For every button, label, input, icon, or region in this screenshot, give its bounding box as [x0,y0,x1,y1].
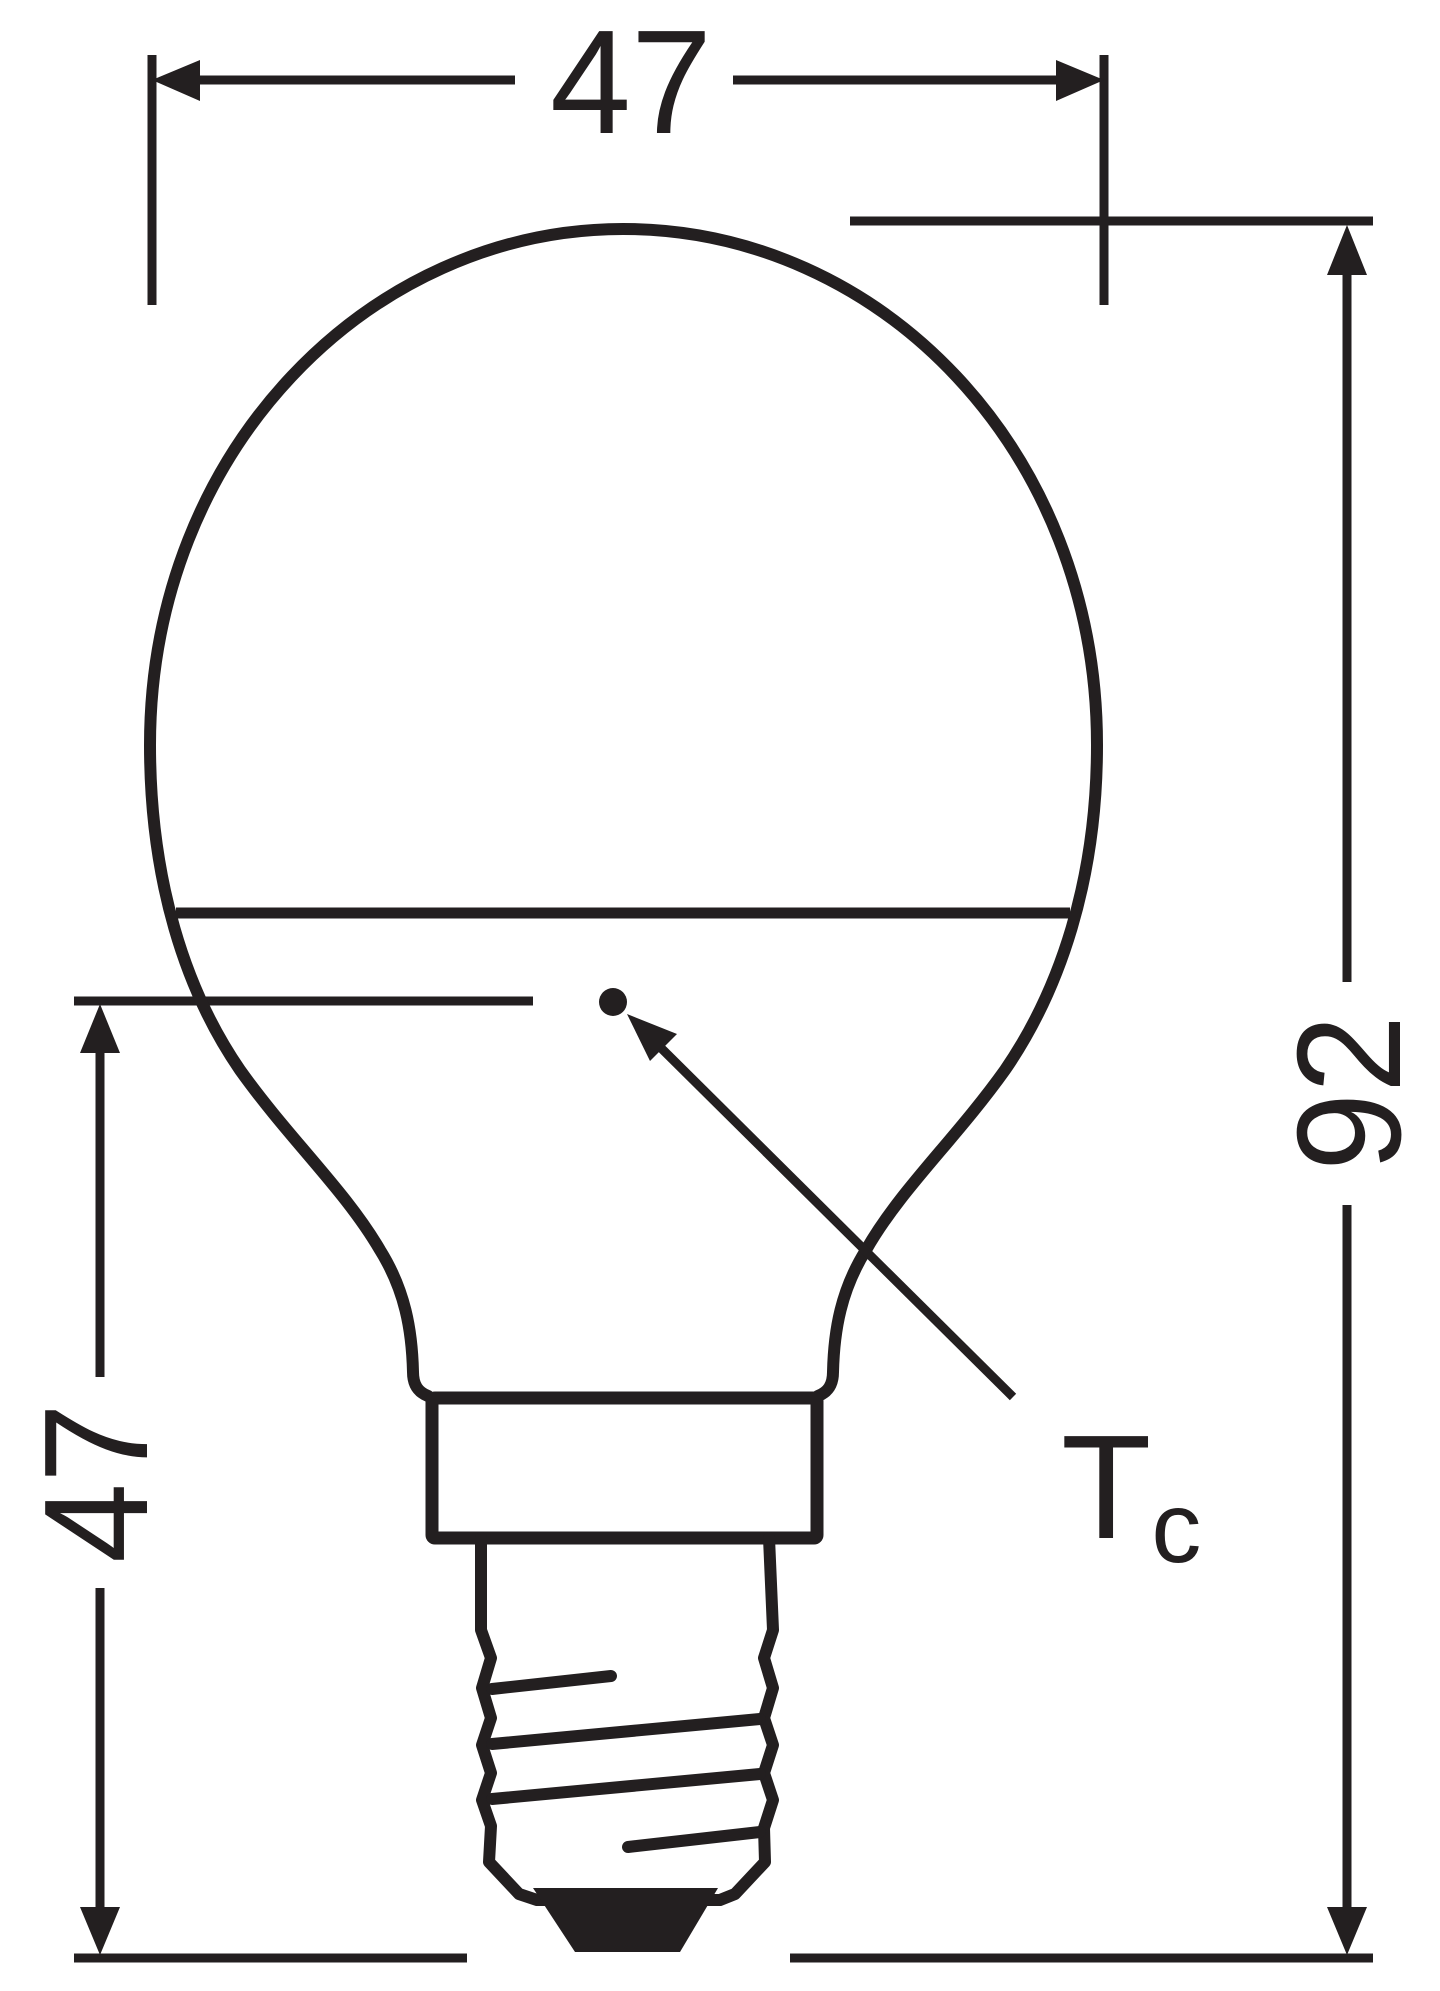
lamp-outline [144,223,1103,1952]
arrow-down-icon [1327,1907,1367,1955]
base-contact-tip [533,1888,718,1952]
arrow-right-icon [1056,60,1104,101]
tc-point-icon [599,988,627,1016]
tc-label-main: T [1061,1405,1151,1570]
globe-outline [144,223,1103,1402]
arrow-left-icon [152,60,200,101]
tc-marker: Tc [599,988,1201,1584]
thread-line [622,1826,766,1853]
length-label: 92 [1267,1015,1432,1171]
thread-line [486,1670,617,1695]
tc-height-label: 47 [14,1403,179,1563]
tc-label: Tc [1061,1405,1201,1584]
tc-leader-line [651,1038,1017,1401]
arrow-icon [627,1014,677,1061]
diameter-label: 47 [550,0,712,165]
base-collar [425,1391,824,1545]
thread-line [486,1768,766,1805]
arrow-down-icon [80,1907,120,1955]
overall-length-dimension: 92 [850,216,1432,1955]
tc-label-sub: c [1151,1472,1201,1584]
thread-line [486,1713,766,1750]
arrow-up-icon [80,1004,120,1053]
tc-height-dimension: 47 [14,996,533,1955]
arrow-up-icon [1327,225,1367,275]
top-diameter-dimension: 47 [147,0,1109,305]
